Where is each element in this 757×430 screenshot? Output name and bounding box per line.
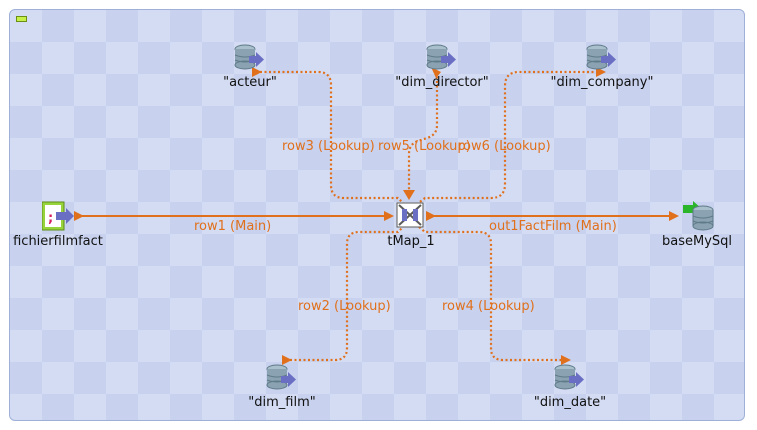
link-label-out1[interactable]: out1FactFilm (Main) [489, 219, 617, 234]
link-label-row5[interactable]: row5 (Lookup) [378, 139, 471, 154]
database-input-icon [554, 364, 584, 390]
component-tmap[interactable] [394, 200, 428, 230]
link-row4[interactable] [417, 225, 566, 362]
link-row6[interactable] [415, 70, 598, 206]
link-label-row3[interactable]: row3 (Lookup) [282, 139, 375, 154]
link-label-row1[interactable]: row1 (Main) [194, 219, 272, 234]
link-row5[interactable] [407, 72, 439, 196]
link-label-row2[interactable]: row2 (Lookup) [298, 299, 391, 314]
component-dim-company[interactable] [586, 44, 618, 72]
database-input-icon [266, 364, 296, 390]
minimize-toggle[interactable] [16, 16, 27, 22]
connector-arrow [403, 190, 415, 200]
database-input-icon [586, 44, 616, 70]
component-acteur[interactable] [234, 44, 266, 72]
delimited-file-input-icon: ; [41, 201, 74, 231]
component-dim-film[interactable] [266, 364, 298, 392]
mysql-output-icon [683, 201, 714, 231]
connector-arrow [426, 211, 436, 221]
component-basemysql[interactable] [682, 200, 716, 232]
link-label-row4[interactable]: row4 (Lookup) [442, 299, 535, 314]
svg-text:;: ; [48, 211, 53, 226]
link-row2[interactable] [290, 225, 405, 362]
link-row3[interactable] [260, 70, 405, 205]
connector-arrow [596, 67, 606, 77]
component-fichierfilmfact[interactable]: ; [41, 200, 74, 232]
link-label-row6[interactable]: row6 (Lookup) [458, 139, 551, 154]
database-input-icon [426, 44, 456, 70]
connector-arrow [282, 355, 292, 365]
component-label-fichierfilmfact: fichierfilmfact [13, 234, 103, 249]
component-label-basemysql: baseMySql [661, 234, 733, 249]
component-label-tmap: tMap_1 [387, 234, 435, 249]
connector-arrow [384, 211, 394, 221]
component-label-acteur: "acteur" [223, 75, 277, 90]
connector-arrow [669, 211, 679, 221]
component-label-dim-date: "dim_date" [533, 395, 607, 410]
connector-arrow [431, 67, 441, 78]
connector-arrow [74, 211, 84, 221]
tmap-icon [396, 202, 424, 228]
connector-arrow [561, 355, 571, 365]
component-label-dim-director: "dim_director" [395, 75, 489, 90]
component-label-dim-company: "dim_company" [550, 75, 654, 90]
connector-arrow [252, 67, 262, 77]
database-input-icon [234, 44, 264, 70]
component-dim-director[interactable] [426, 44, 458, 72]
component-dim-date[interactable] [554, 364, 586, 392]
component-label-dim-film: "dim_film" [248, 395, 316, 410]
